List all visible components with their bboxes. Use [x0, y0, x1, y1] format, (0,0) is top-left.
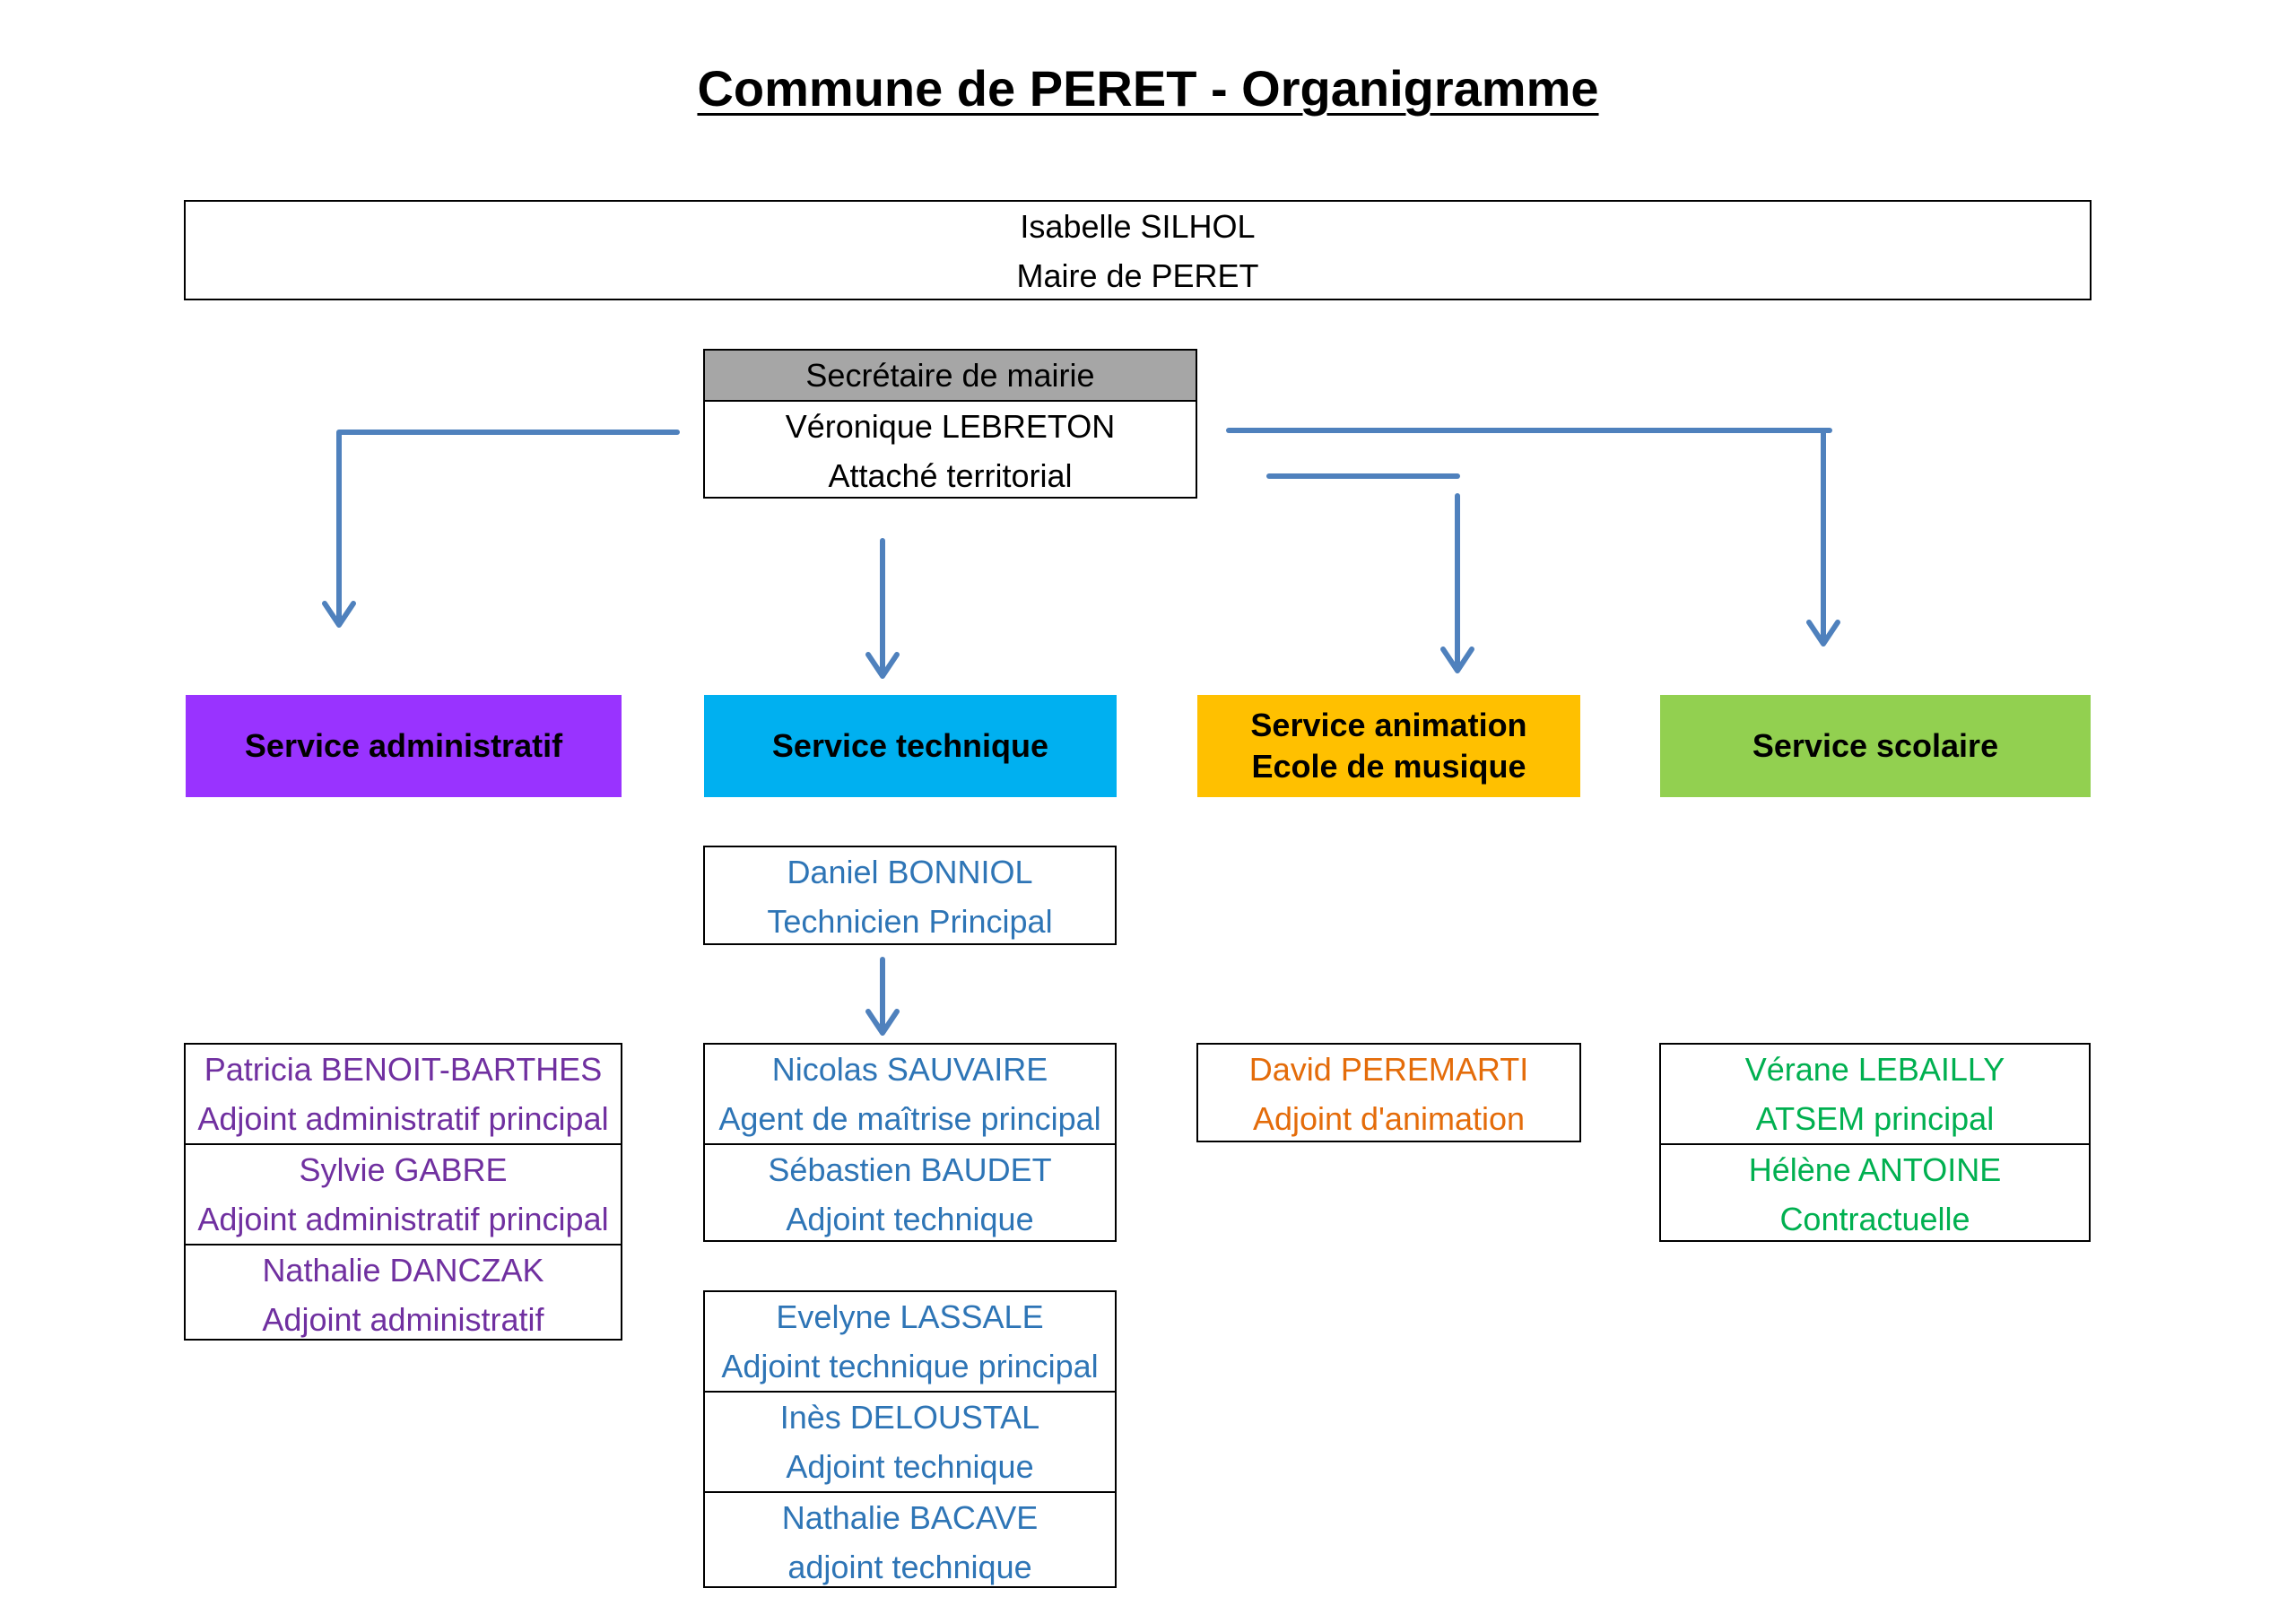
- page-title: Commune de PERET - Organigramme: [697, 60, 1599, 117]
- mayor-name: Isabelle SILHOL: [1020, 208, 1256, 245]
- service-anim-label-1: Service animation: [1250, 707, 1527, 743]
- service-tech-label: Service technique: [771, 727, 1049, 764]
- member-name: Inès DELOUSTAL: [779, 1399, 1040, 1436]
- member-role: Agent de maîtrise principal: [718, 1100, 1101, 1137]
- service-anim-header: Service animation Ecole de musique: [1197, 695, 1580, 797]
- service-admin-label: Service administratif: [244, 727, 563, 764]
- member-name: Evelyne LASSALE: [776, 1298, 1044, 1335]
- list-item: Sylvie GABRE Adjoint administratif princ…: [186, 1143, 621, 1244]
- list-item: Nathalie DANCZAK Adjoint administratif: [186, 1244, 621, 1344]
- anim-members-box: David PEREMARTI Adjoint d'animation: [1196, 1043, 1581, 1142]
- member-name: Sébastien BAUDET: [768, 1151, 1052, 1188]
- tech-lead-box: Daniel BONNIOL Technicien Principal: [703, 846, 1117, 945]
- member-name: Hélène ANTOINE: [1748, 1151, 2002, 1188]
- member-role: Adjoint technique: [786, 1201, 1034, 1237]
- arrowhead-lead-team: [865, 1009, 900, 1036]
- secretary-role: Attaché territorial: [828, 457, 1073, 494]
- member-role: Adjoint d'animation: [1252, 1100, 1526, 1137]
- service-admin-header: Service administratif: [186, 695, 622, 797]
- member-role: Adjoint administratif principal: [197, 1100, 609, 1137]
- secretary-header: Secrétaire de mairie: [705, 351, 1196, 402]
- service-scol-header: Service scolaire: [1660, 695, 2091, 797]
- service-tech-header: Service technique: [704, 695, 1117, 797]
- mayor-box: Isabelle SILHOL Maire de PERET: [184, 200, 2092, 300]
- member-role: Contractuelle: [1779, 1201, 1970, 1237]
- admin-members-box: Patricia BENOIT-BARTHES Adjoint administ…: [184, 1043, 622, 1341]
- member-name: Nicolas SAUVAIRE: [771, 1051, 1048, 1088]
- member-name: David PEREMARTI: [1248, 1051, 1529, 1088]
- arrowhead-tech: [865, 652, 900, 679]
- member-role: Technicien Principal: [767, 903, 1053, 940]
- service-scol-label: Service scolaire: [1752, 727, 1999, 764]
- arrowhead-scol: [1806, 620, 1840, 647]
- list-item: Vérane LEBAILLY ATSEM principal: [1661, 1045, 2089, 1143]
- secretary-box: Secrétaire de mairie Véronique LEBRETON …: [703, 349, 1197, 499]
- list-item: Nathalie BACAVE adjoint technique: [705, 1491, 1115, 1592]
- list-item: Evelyne LASSALE Adjoint technique princi…: [705, 1292, 1115, 1391]
- member-name: Nathalie BACAVE: [781, 1499, 1039, 1536]
- member-role: ATSEM principal: [1755, 1100, 1995, 1137]
- member-role: Adjoint administratif: [262, 1301, 544, 1338]
- member-name: Vérane LEBAILLY: [1744, 1051, 2005, 1088]
- arrow-to-admin: [336, 430, 680, 626]
- arrowhead-admin: [322, 601, 356, 628]
- service-anim-label-2: Ecole de musique: [1251, 748, 1526, 785]
- member-name: Nathalie DANCZAK: [262, 1252, 544, 1289]
- member-name: Sylvie GABRE: [299, 1151, 508, 1188]
- member-name: Patricia BENOIT-BARTHES: [204, 1051, 603, 1088]
- tech-group2-box: Evelyne LASSALE Adjoint technique princi…: [703, 1290, 1117, 1588]
- member-role: Adjoint technique: [786, 1448, 1034, 1485]
- list-item: Patricia BENOIT-BARTHES Adjoint administ…: [186, 1045, 621, 1143]
- list-item: Nicolas SAUVAIRE Agent de maîtrise princ…: [705, 1045, 1115, 1143]
- mayor-role: Maire de PERET: [1016, 257, 1259, 294]
- member-role: Adjoint technique principal: [721, 1348, 1099, 1384]
- list-item: Hélène ANTOINE Contractuelle: [1661, 1143, 2089, 1244]
- member-name: Daniel BONNIOL: [787, 854, 1033, 890]
- tech-group1-box: Nicolas SAUVAIRE Agent de maîtrise princ…: [703, 1043, 1117, 1242]
- secretary-name: Véronique LEBRETON: [785, 408, 1116, 445]
- member-role: adjoint technique: [787, 1549, 1032, 1585]
- arrowhead-anim: [1440, 647, 1474, 673]
- list-item: Inès DELOUSTAL Adjoint technique: [705, 1391, 1115, 1491]
- list-item: Sébastien BAUDET Adjoint technique: [705, 1143, 1115, 1244]
- scol-members-box: Vérane LEBAILLY ATSEM principal Hélène A…: [1659, 1043, 2091, 1242]
- member-role: Adjoint administratif principal: [197, 1201, 609, 1237]
